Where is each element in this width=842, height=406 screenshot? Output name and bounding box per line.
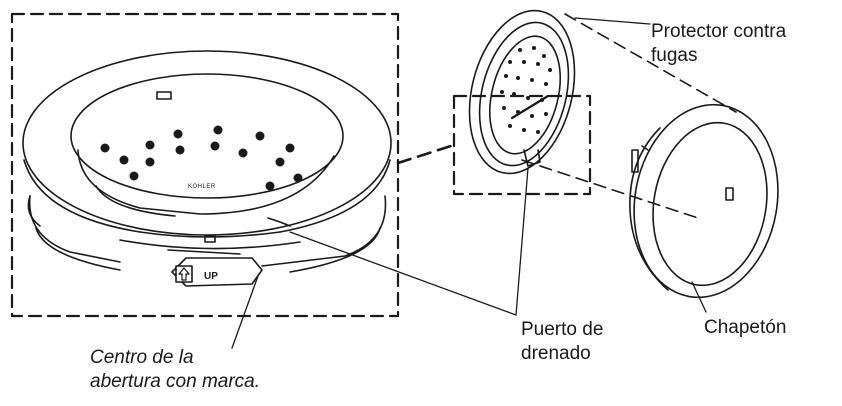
- detail-connector: [396, 143, 456, 165]
- drain-holes: [100, 125, 303, 191]
- label-opening-center-line2: abertura con marca.: [90, 371, 261, 392]
- label-leak-protector: Protector contra fugas: [651, 20, 786, 68]
- up-tab: [171, 257, 263, 287]
- drain-port-detail-frame: [452, 94, 592, 196]
- detail-frame: [10, 12, 400, 318]
- leader-chapeton: [691, 281, 707, 313]
- label-leak-protector-line1: Protector contra: [651, 21, 787, 42]
- leak-protector-detail: KOHLER UP: [22, 50, 392, 287]
- up-arrow-icon: [178, 267, 190, 281]
- chapeton-ring: [629, 103, 779, 299]
- label-leak-protector-line2: fugas: [651, 45, 698, 66]
- label-drain-port: Puerto de drenado: [521, 318, 603, 366]
- flange-outer-edge: [22, 50, 392, 236]
- up-tab-label: UP: [204, 271, 218, 282]
- label-chapeton: Chapetón: [704, 317, 787, 338]
- leak-protector: [468, 9, 576, 175]
- label-drain-port-line1: Puerto de: [521, 319, 604, 340]
- label-opening-center: Centro de la abertura con marca.: [90, 346, 260, 394]
- leader-centro: [231, 275, 259, 349]
- leader-protector: [574, 17, 651, 25]
- brand-marking: KOHLER: [188, 184, 216, 190]
- label-opening-center-line1: Centro de la: [90, 347, 194, 368]
- flange-inner-edge: [70, 73, 344, 199]
- label-drain-port-line2: drenado: [521, 343, 591, 364]
- leader-puerto-2: [515, 167, 529, 316]
- leader-puerto-1: [289, 231, 517, 316]
- protector-holes: [500, 46, 552, 134]
